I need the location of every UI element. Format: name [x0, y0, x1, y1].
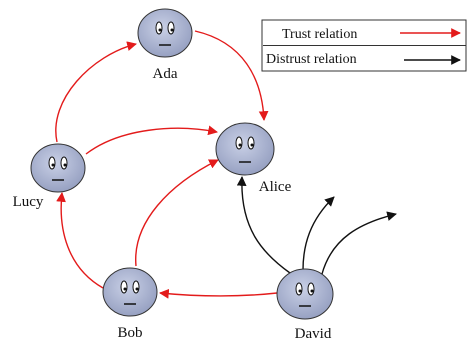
node-david: David [276, 268, 334, 342]
node-alice: Alice [215, 122, 292, 195]
face-icon [102, 267, 158, 317]
face-icon [276, 268, 334, 320]
edge-bob-to-alice [135, 159, 219, 267]
edge-david-to-bob [159, 288, 278, 299]
node-lucy: Lucy [13, 143, 86, 210]
node-label-alice: Alice [259, 179, 292, 195]
face-icon [215, 122, 275, 176]
edge-lucy-to-alice [85, 125, 218, 155]
node-label-lucy: Lucy [13, 194, 44, 210]
face-icon [137, 8, 193, 58]
node-label-bob: Bob [117, 325, 142, 341]
node-bob: Bob [102, 267, 158, 341]
face-icon [30, 143, 86, 193]
edge-david-distrust-up [302, 196, 335, 271]
edge-lucy-to-ada [55, 41, 137, 143]
legend-trust-label: Trust relation [282, 27, 357, 42]
legend: Trust relation Distrust relation [261, 19, 467, 72]
distrust-edges [236, 176, 397, 275]
edge-bob-to-lucy [56, 192, 104, 289]
edge-ada-to-alice [194, 30, 269, 121]
legend-distrust-label: Distrust relation [266, 52, 357, 67]
node-ada: Ada [137, 8, 193, 82]
edge-david-to-alice [236, 176, 291, 274]
node-label-david: David [295, 326, 332, 342]
node-label-ada: Ada [153, 66, 178, 82]
trust-edges [55, 30, 278, 299]
edge-david-distrust-right [321, 211, 397, 275]
